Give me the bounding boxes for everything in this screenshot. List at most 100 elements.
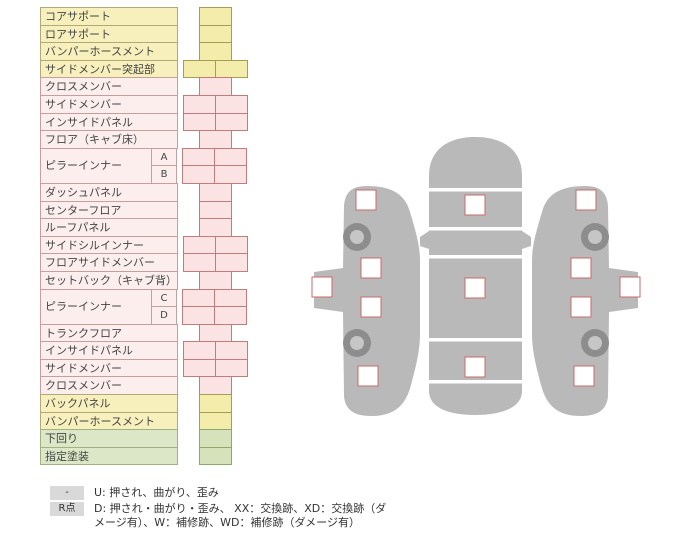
damage-marker-center-roof[interactable]	[464, 277, 486, 299]
table-row: センターフロア	[40, 200, 247, 220]
damage-input-cell[interactable]	[181, 147, 215, 167]
left-mirror-icon	[420, 231, 429, 249]
panel-separator	[428, 380, 523, 384]
damage-input-cell[interactable]	[182, 341, 216, 360]
damage-input-cell[interactable]	[214, 253, 248, 272]
part-label: サイドメンバー突起部	[40, 59, 178, 79]
part-label: フロアサイドメンバー	[40, 253, 178, 272]
damage-input-cell[interactable]	[198, 130, 232, 149]
damage-input-cell[interactable]	[182, 94, 216, 114]
damage-input-cell[interactable]	[214, 112, 248, 132]
part-label: インサイドパネル	[40, 112, 178, 132]
legend-key: -	[50, 486, 84, 500]
part-label: フロア（キャブ床）	[40, 130, 178, 149]
part-label: トランクフロア	[40, 323, 178, 343]
damage-cells	[183, 394, 247, 413]
damage-input-cell[interactable]	[214, 341, 248, 360]
damage-input-cell[interactable]	[198, 7, 232, 26]
damage-cells	[183, 130, 247, 149]
damage-cells	[183, 24, 247, 44]
damage-input-cell[interactable]	[198, 394, 232, 413]
damage-marker-left-front-fender[interactable]	[355, 189, 377, 211]
damage-marker-center-front[interactable]	[464, 194, 486, 216]
damage-input-cell[interactable]	[198, 323, 232, 343]
part-label: ピラーインナー	[40, 147, 152, 184]
table-row: D	[151, 306, 247, 325]
part-label: インサイドパネル	[40, 341, 178, 360]
legend-text: U: 押され、曲がり、歪み	[94, 486, 219, 499]
car-damage-diagram	[311, 137, 641, 416]
damage-input-cell[interactable]	[198, 446, 232, 466]
damage-input-cell[interactable]	[198, 411, 232, 431]
table-row: B	[151, 165, 247, 184]
damage-marker-left-sill[interactable]	[311, 276, 333, 298]
table-row: ダッシュパネル	[40, 182, 247, 202]
table-row: インサイドパネル	[40, 112, 248, 132]
pillar-sub-label: D	[151, 306, 177, 325]
damage-marker-left-rear-door[interactable]	[360, 296, 382, 318]
table-row: コアサポート	[40, 7, 247, 26]
damage-cells	[183, 446, 247, 466]
damage-input-cell[interactable]	[213, 165, 247, 184]
damage-input-cell[interactable]	[198, 376, 232, 396]
table-row: ルーフパネル	[40, 218, 247, 237]
damage-marker-center-rear[interactable]	[464, 356, 486, 378]
damage-marker-right-rear-fender[interactable]	[573, 365, 595, 387]
table-row-group: ピラーインナー A B	[40, 147, 247, 184]
panel-separator	[428, 227, 523, 231]
damage-input-cell[interactable]	[181, 165, 215, 184]
damage-input-cell[interactable]	[213, 288, 247, 308]
damage-cells	[183, 7, 247, 26]
damage-input-cell[interactable]	[182, 59, 216, 79]
damage-input-cell[interactable]	[214, 358, 248, 378]
damage-cells	[183, 270, 247, 290]
damage-marker-right-front-door[interactable]	[570, 257, 592, 279]
damage-marker-right-rear-door[interactable]	[570, 296, 592, 318]
damage-input-cell[interactable]	[214, 59, 248, 79]
table-row: サイドシルインナー	[40, 235, 248, 255]
damage-input-cell[interactable]	[181, 306, 215, 325]
damage-input-cell[interactable]	[198, 77, 232, 96]
part-label: バンパーホースメント	[40, 411, 178, 431]
damage-input-cell[interactable]	[198, 42, 232, 61]
panel-separator	[428, 255, 523, 259]
table-row: 下回り	[40, 429, 247, 448]
damage-input-cell[interactable]	[182, 358, 216, 378]
damage-input-cell[interactable]	[214, 235, 248, 255]
damage-input-cell[interactable]	[198, 270, 232, 290]
damage-input-cell[interactable]	[181, 288, 215, 308]
damage-marker-left-rear-fender[interactable]	[357, 365, 379, 387]
damage-cells	[183, 376, 247, 396]
damage-marker-left-front-door[interactable]	[360, 257, 382, 279]
damage-marker-right-sill[interactable]	[619, 276, 641, 298]
pillar-sub-label: A	[151, 147, 177, 167]
damage-input-cell[interactable]	[182, 112, 216, 132]
damage-cells	[182, 59, 248, 79]
damage-cells	[181, 165, 247, 184]
legend-key: R点	[50, 502, 84, 516]
damage-input-cell[interactable]	[213, 306, 247, 325]
part-label: バンパーホースメント	[40, 42, 178, 61]
damage-cells	[182, 358, 248, 378]
damage-input-cell[interactable]	[198, 429, 232, 448]
damage-input-cell[interactable]	[198, 182, 232, 202]
part-label: 下回り	[40, 429, 178, 448]
damage-input-cell[interactable]	[198, 218, 232, 237]
damage-input-cell[interactable]	[182, 253, 216, 272]
part-label: ダッシュパネル	[40, 182, 178, 202]
damage-cells	[183, 77, 247, 96]
damage-cells	[181, 147, 247, 167]
damage-input-cell[interactable]	[182, 235, 216, 255]
damage-input-cell[interactable]	[198, 24, 232, 44]
damage-input-cell[interactable]	[214, 94, 248, 114]
damage-cells	[183, 429, 247, 448]
damage-input-cell[interactable]	[213, 147, 247, 167]
table-row: バックパネル	[40, 394, 247, 413]
wheel-icon	[343, 223, 371, 251]
damage-input-cell[interactable]	[198, 200, 232, 220]
damage-marker-right-front-fender[interactable]	[575, 189, 597, 211]
part-label: ピラーインナー	[40, 288, 152, 325]
table-row: サイドメンバー	[40, 358, 248, 378]
damage-cells	[182, 94, 248, 114]
damage-cells	[181, 288, 247, 308]
